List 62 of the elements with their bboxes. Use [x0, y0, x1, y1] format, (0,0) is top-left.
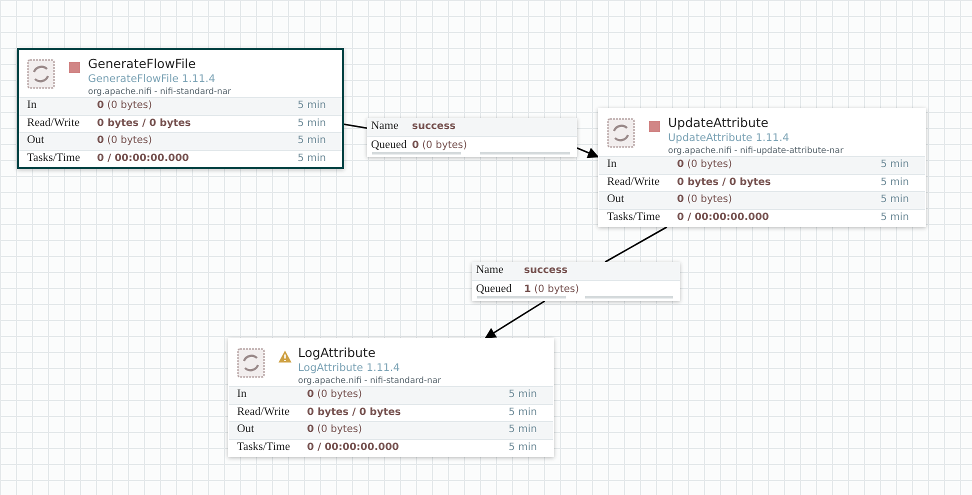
connection-arrow — [576, 147, 600, 158]
connection-name: success — [524, 265, 568, 276]
stat-value: 0 / 00:00:00.000 — [307, 442, 399, 452]
stat-label: Read/Write — [607, 176, 660, 188]
stat-label: Tasks/Time — [237, 440, 290, 452]
connection-line — [604, 226, 668, 263]
stat-label: Tasks/Time — [607, 210, 660, 222]
connection-arrow — [484, 300, 546, 339]
stat-value: 0 (0 bytes) — [97, 100, 152, 111]
processor-card — [598, 108, 926, 227]
stat-period: 5 min — [298, 152, 326, 164]
stat-value: 0 (0 bytes) — [97, 135, 152, 146]
stat-label: Out — [607, 193, 624, 205]
stat-period: 5 min — [508, 442, 537, 452]
stat-value: 0 (0 bytes) — [307, 389, 362, 400]
stat-label: Read/Write — [237, 406, 290, 418]
processor-type: GenerateFlowFile 1.11.4 — [88, 73, 216, 85]
stat-label: In — [27, 99, 37, 111]
stat-label: In — [607, 158, 617, 170]
stat-period: 5 min — [880, 212, 909, 222]
connection-card — [472, 262, 680, 301]
stat-value: 0 (0 bytes) — [307, 424, 362, 435]
stat-period: 5 min — [298, 118, 326, 128]
stat-period: 5 min — [880, 159, 909, 170]
connection-line — [344, 123, 368, 129]
stat-period: 5 min — [880, 176, 909, 188]
queued-value: 0 (0 bytes) — [412, 140, 468, 151]
processor-name: UpdateAttribute — [668, 115, 768, 130]
field-label: Name — [476, 264, 504, 276]
field-label: Name — [371, 120, 398, 132]
stat-period: 5 min — [508, 406, 537, 418]
queued-value: 1 (0 bytes) — [524, 284, 580, 295]
bundle-name: org.apache.nifi - nifi-standard-nar — [298, 376, 442, 386]
processor-card — [17, 48, 344, 169]
stat-label: Tasks/Time — [27, 152, 80, 164]
stat-period: 5 min — [298, 100, 326, 111]
processor-name: LogAttribute — [298, 345, 376, 360]
stat-period: 5 min — [508, 424, 537, 435]
processor-name: GenerateFlowFile — [88, 56, 196, 71]
stat-value: 0 bytes / 0 bytes — [307, 406, 401, 418]
bundle-name: org.apache.nifi - nifi-update-attribute-nar — [668, 146, 844, 156]
stat-value: 0 (0 bytes) — [677, 159, 732, 170]
stat-value: 0 bytes / 0 bytes — [97, 118, 191, 128]
stat-label: In — [237, 388, 247, 400]
stat-value: 0 / 00:00:00.000 — [677, 212, 769, 222]
stat-label: Out — [27, 134, 44, 146]
processor-type: UpdateAttribute 1.11.4 — [668, 132, 790, 144]
stat-label: Out — [237, 423, 254, 435]
connection-name: success — [412, 121, 456, 132]
bundle-name: org.apache.nifi - nifi-standard-nar — [88, 87, 232, 97]
stat-label: Read/Write — [27, 116, 80, 128]
field-label: Queued — [371, 139, 407, 151]
stat-period: 5 min — [880, 194, 909, 205]
processor-type: LogAttribute 1.11.4 — [298, 362, 400, 374]
stat-period: 5 min — [298, 135, 326, 146]
processor-card — [228, 338, 554, 457]
connection-card — [367, 118, 577, 157]
stat-value: 0 (0 bytes) — [677, 194, 732, 205]
stat-value: 0 bytes / 0 bytes — [677, 176, 771, 188]
field-label: Queued — [476, 283, 512, 295]
stat-value: 0 / 00:00:00.000 — [97, 152, 189, 164]
stat-period: 5 min — [508, 389, 537, 400]
